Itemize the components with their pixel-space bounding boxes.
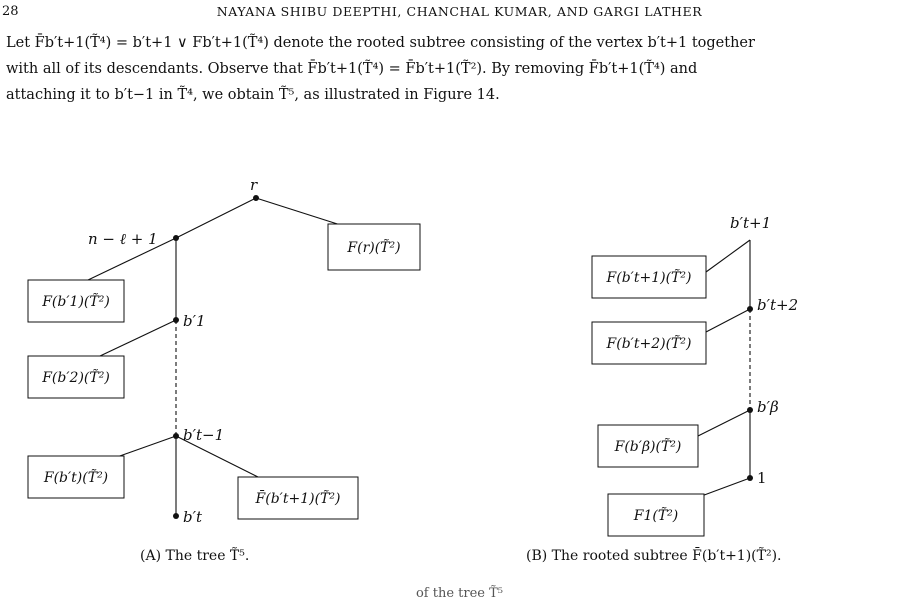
box-f-bbeta [597, 424, 699, 468]
label-b1: b′1 [183, 312, 206, 330]
paragraph-line-2: with all of its descendants. Observe tha… [6, 61, 698, 77]
box-f-b1 [27, 279, 125, 323]
node-bt-minus-1 [173, 433, 179, 439]
caption-a-text: The tree T̃⁵. [165, 548, 250, 564]
box-fbar-bt1 [237, 476, 359, 520]
node-bbeta [747, 407, 753, 413]
node-r [253, 195, 259, 201]
edge-bt2-box [705, 308, 751, 333]
edge-bt1-fbar [175, 435, 259, 478]
box-label-f-b1: F(b′1)(T̃²) [41, 292, 110, 310]
caption-b-tag: (B) [526, 548, 548, 564]
box-label-f-b2: F(b′2)(T̃²) [41, 368, 110, 386]
node-bt [173, 513, 179, 519]
box-label-f-bt: F(b′t)(T̃²) [43, 468, 108, 486]
box-label-fbar-bt1: F̄(b′t+1)(T̃²) [255, 489, 341, 507]
edge-bbeta-box [697, 409, 751, 437]
box-f-bt [27, 455, 125, 499]
box-label-f-bbeta: F(b′β)(T̃²) [614, 437, 682, 455]
box-label-f-r: F(r)(T̃²) [346, 238, 400, 256]
label-bt-plus-1: b′t+1 [730, 214, 771, 232]
label-bt: b′t [183, 508, 203, 526]
box-f-bt-plus-1 [591, 255, 707, 299]
box-label-f-one: F1(T̃²) [633, 506, 679, 524]
box-label-f-bt-plus-1: F(b′t+1)(T̃²) [606, 268, 692, 286]
caption-b: (B) The rooted subtree F̄(b′t+1)(T̃²). [526, 548, 782, 564]
caption-a: (A) The tree T̃⁵. [140, 548, 249, 564]
box-label-f-bt-plus-2: F(b′t+2)(T̃²) [606, 334, 692, 352]
body-paragraph: Let F̄b′t+1(T̃⁴) = b′t+1 ∨ Fb′t+1(T̃⁴) d… [6, 30, 914, 108]
edge-bt1b-box [705, 239, 751, 273]
edge-r-box [255, 197, 351, 229]
box-f-b2 [27, 355, 125, 399]
edge-b1-box [99, 319, 177, 357]
node-bt-plus-2 [747, 306, 753, 312]
edge-n-box [87, 237, 177, 281]
node-b1 [173, 317, 179, 323]
caption-a-tag: (A) [140, 548, 162, 564]
label-bbeta: b′β [757, 398, 779, 416]
paragraph-line-1: Let F̄b′t+1(T̃⁴) = b′t+1 ∨ Fb′t+1(T̃⁴) d… [6, 35, 755, 51]
caption-b-text: The rooted subtree F̄(b′t+1)(T̃²). [551, 548, 782, 564]
label-bt-plus-2: b′t+2 [757, 296, 798, 314]
box-f-r [327, 223, 421, 271]
edge-r-n [175, 197, 257, 239]
label-n: n − ℓ + 1 [88, 230, 158, 248]
box-f-bt-plus-2 [591, 321, 707, 365]
page-number: 28 [2, 4, 19, 19]
label-bt-minus-1: b′t−1 [183, 426, 224, 444]
box-f-one [607, 493, 705, 537]
node-one [747, 475, 753, 481]
figure-caption-partial: of the tree T̃⁵ [415, 586, 504, 601]
paragraph-line-3: attaching it to b′t−1 in T̃⁴, we obtain … [6, 87, 500, 103]
node-n [173, 235, 179, 241]
label-one: 1 [757, 469, 767, 487]
running-head: NAYANA SHIBU DEEPTHI, CHANCHAL KUMAR, AN… [216, 4, 703, 19]
label-r: r [250, 176, 258, 194]
page-header: 28 NAYANA SHIBU DEEPTHI, CHANCHAL KUMAR,… [0, 4, 919, 24]
